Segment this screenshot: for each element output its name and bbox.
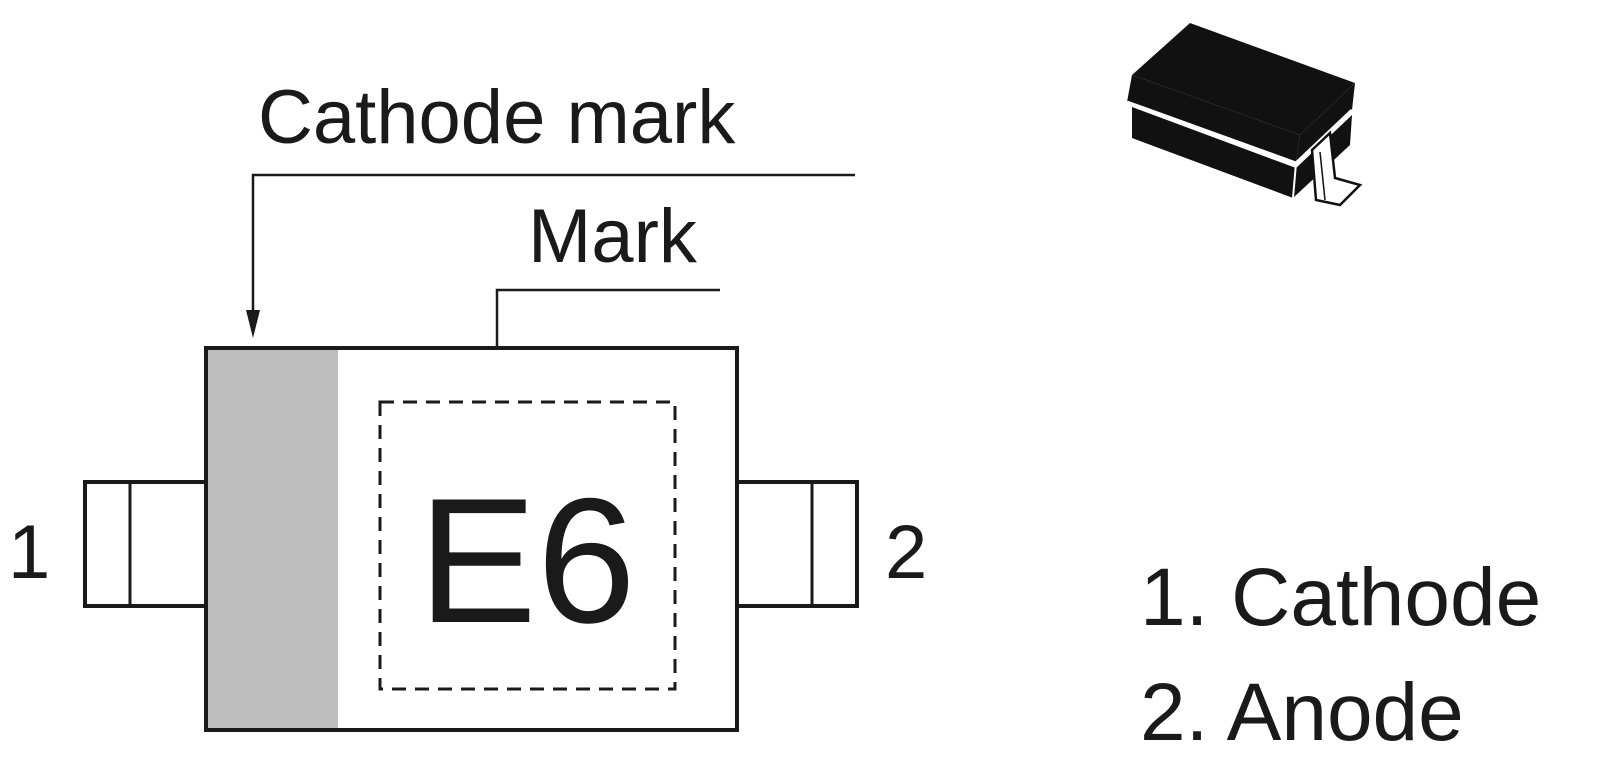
legend-item-cathode: 1. Cathode <box>1140 552 1541 643</box>
pin-2-label: 2 <box>885 510 927 595</box>
terminal-1 <box>83 480 208 608</box>
mark-label: Mark <box>528 194 698 279</box>
marking-code: E6 <box>418 461 636 660</box>
terminal-2 <box>734 480 859 608</box>
package-body <box>204 346 739 732</box>
smd-diode-package-icon <box>1126 23 1363 207</box>
cathode-band <box>208 350 338 728</box>
marking-area-dashed-box <box>378 400 677 691</box>
cathode-mark-leader-line <box>251 173 855 315</box>
legend-item-anode: 2. Anode <box>1140 667 1464 758</box>
mark-leader-line <box>495 288 720 365</box>
cathode-mark-arrowhead <box>246 310 260 338</box>
pin-1-label: 1 <box>8 510 50 595</box>
cathode-mark-label: Cathode mark <box>258 75 736 160</box>
